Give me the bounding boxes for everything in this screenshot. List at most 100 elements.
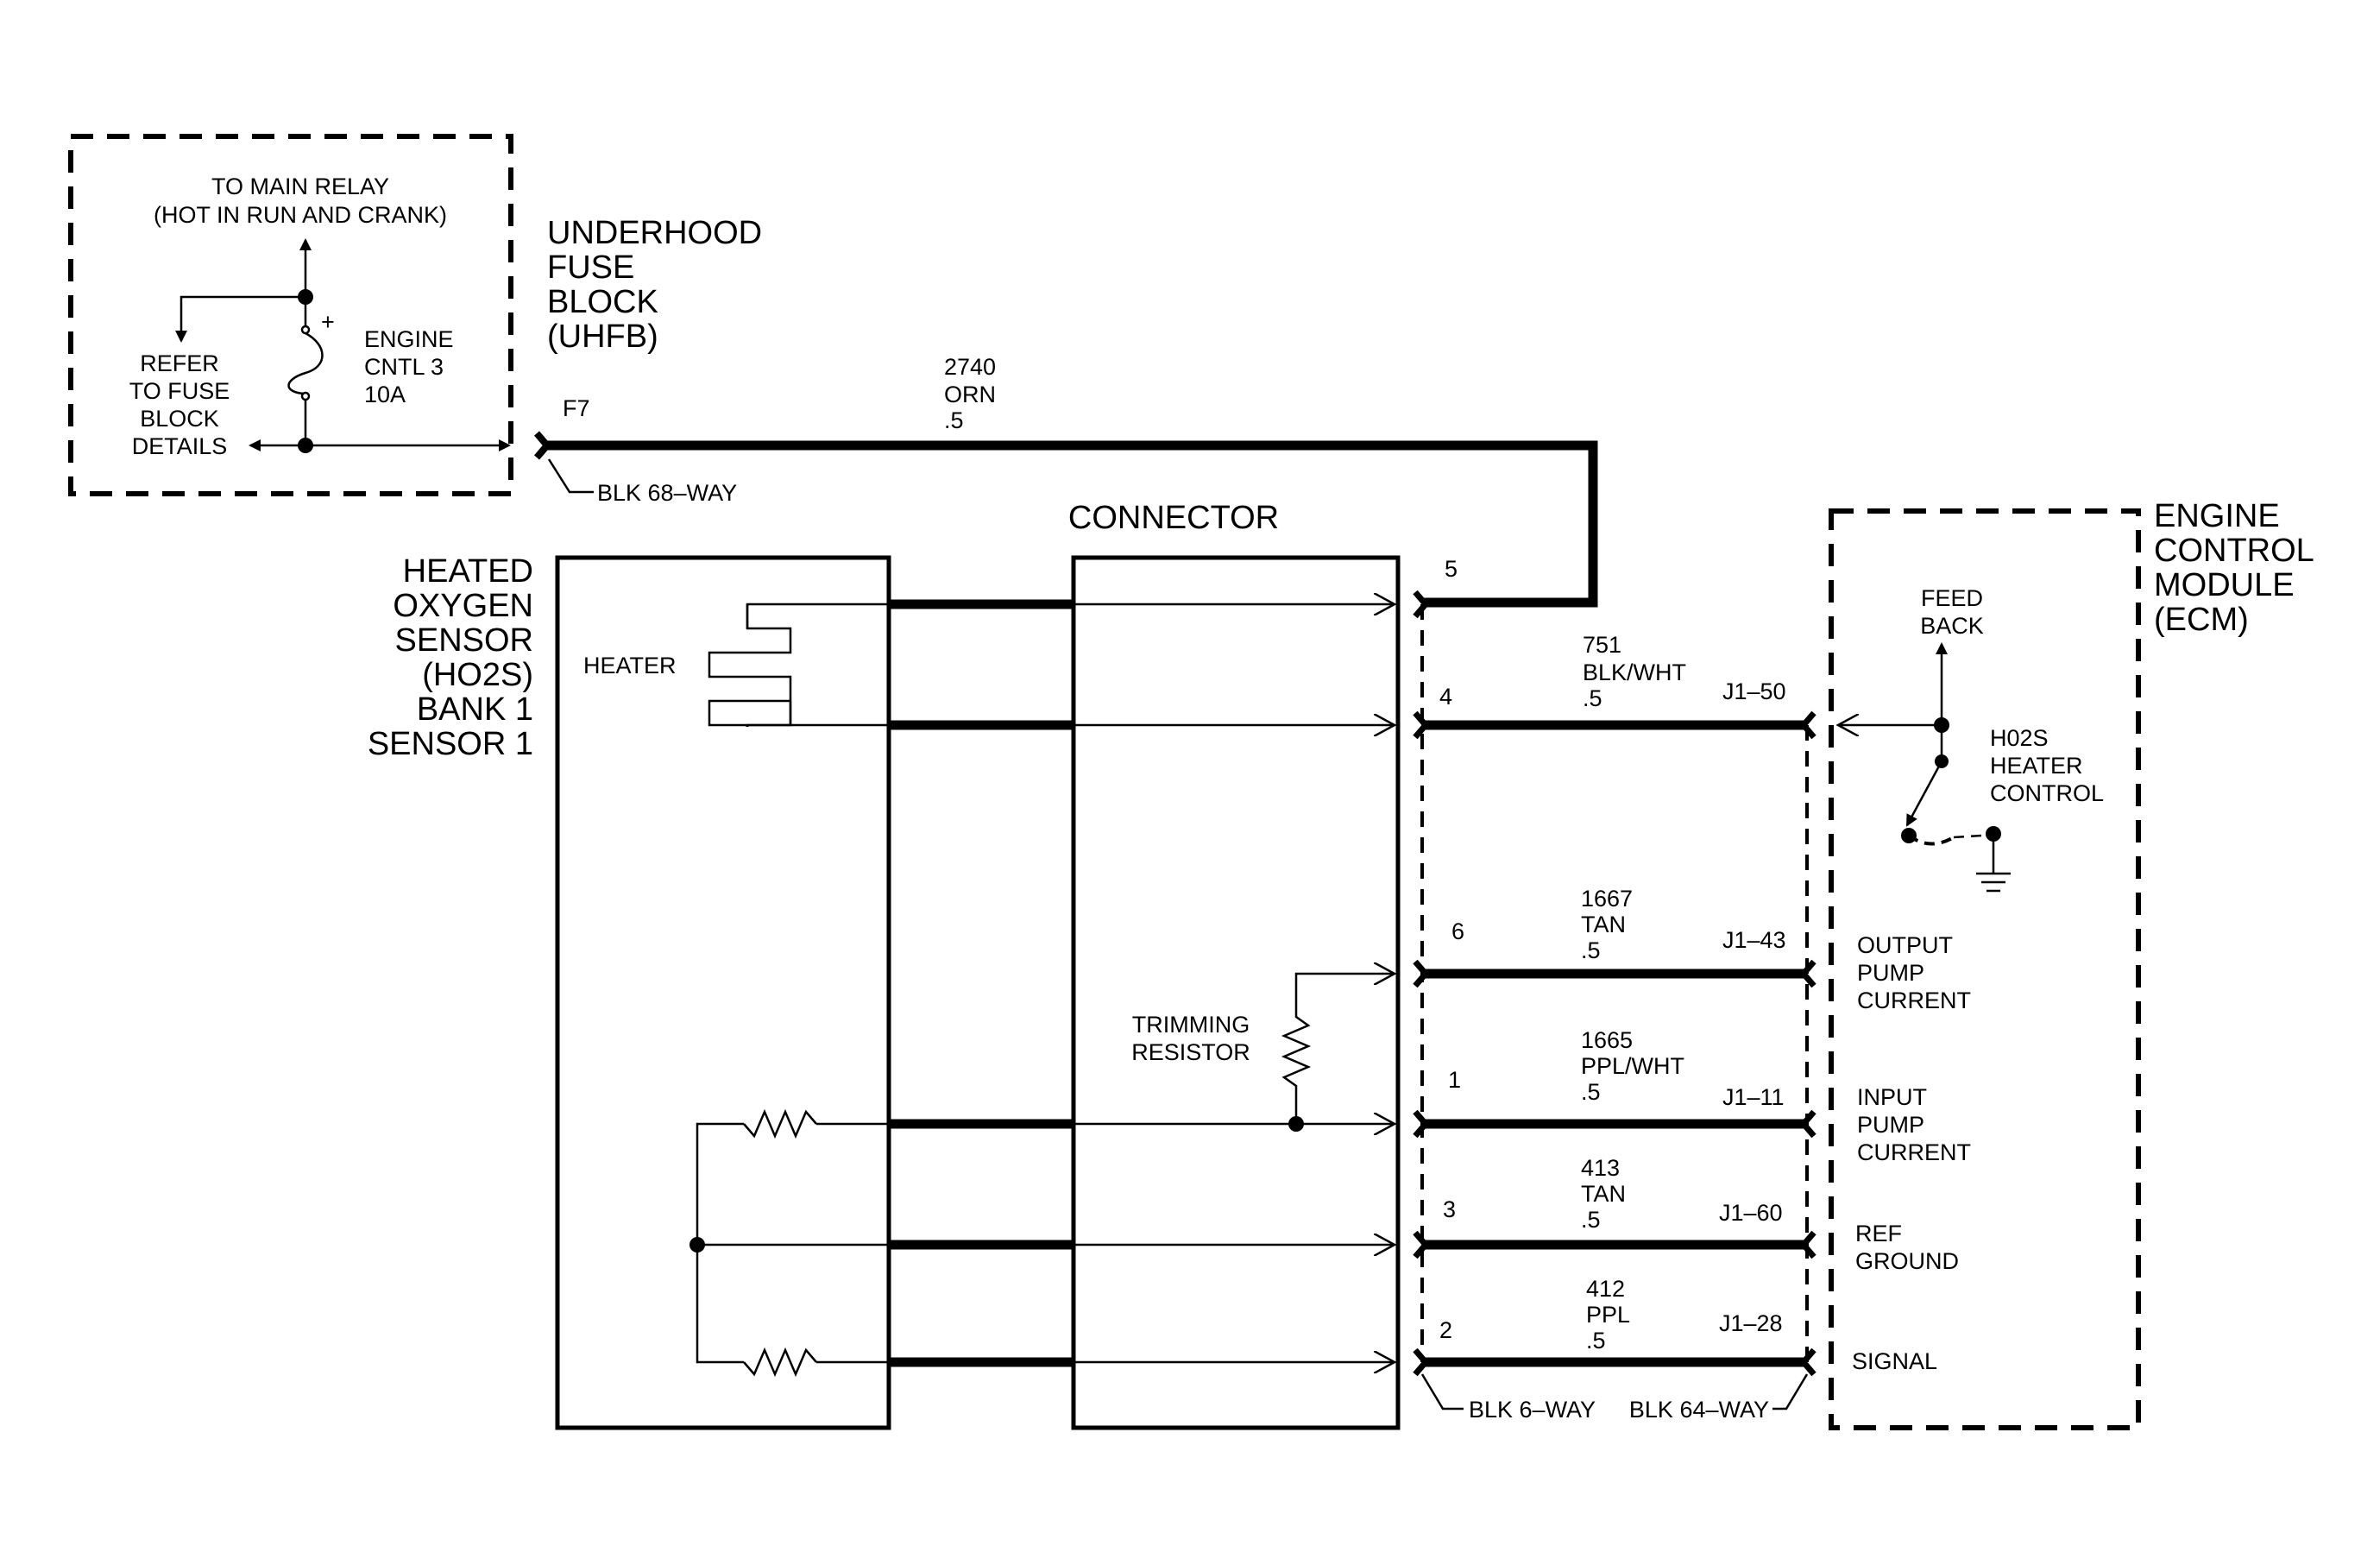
sensor-title-line-5: BANK 1 [417,691,533,728]
sensor-title-line-6: SENSOR 1 [368,726,533,762]
main-relay-line-1: TO MAIN RELAY [211,174,389,199]
refer-line-4: DETAILS [132,433,228,459]
fuse-terminal-bottom [300,391,311,401]
wire-1667-circuit: 1667 [1581,886,1633,912]
switch-dashed-link [1907,834,1955,846]
internal-splice [689,1237,705,1253]
feed-wire-path [544,440,1598,608]
wire-412-gauge: .5 [1586,1328,1606,1354]
connector-box [1071,555,1401,1430]
resistor-bottom [743,1347,817,1378]
sensor-title-line-1: HEATED [403,553,533,590]
heater-label: HEATER [583,653,677,678]
mark-right-pin1 [1799,1109,1816,1139]
wire-412-color: PPL [1586,1302,1630,1328]
trimming-resistor [1281,974,1395,1124]
refer-line-2: TO FUSE [129,378,230,404]
mark-right-pin6 [1799,959,1816,988]
ecm: ENGINE CONTROL MODULE (ECM) FEED BACK H0… [1829,498,2314,1430]
fuse-symbol [287,331,324,395]
ecm-dashed-border [1829,508,2141,1430]
wire-1667-ecm-pin: J1–43 [1722,927,1786,953]
wire-1667-gauge: .5 [1581,937,1601,963]
sensor-title-line-2: OXYGEN [393,588,533,624]
wire-413-gauge: .5 [1581,1207,1601,1233]
sensor-title-line-3: SENSOR [395,622,533,659]
wire-1665-circuit: 1665 [1581,1027,1633,1053]
mark-right-pin3 [1799,1230,1816,1259]
ecm-title-line-4: (ECM) [2154,602,2249,638]
heater-control-line-2: HEATER [1990,753,2083,779]
pin-number-6: 6 [1451,918,1464,944]
refer-branch-arrow [175,295,305,343]
heater-element-inner [708,603,889,727]
wire-413-ecm-pin: J1–60 [1719,1200,1783,1226]
uhfb-title-line-3: BLOCK [547,284,658,320]
wire-1665-gauge: .5 [1581,1079,1601,1105]
pin-number-1: 1 [1448,1067,1461,1093]
fuse-terminal-top [300,325,311,335]
mark-left-pin2 [1413,1347,1430,1377]
wire-413-circuit: 413 [1581,1155,1620,1181]
wire-1667-color: TAN [1581,912,1626,937]
mark-left-pin3 [1413,1230,1430,1259]
connector: CONNECTOR TRIMMING RESISTOR [889,500,1401,1430]
fuse-label-line-3: 10A [364,382,406,407]
uhfb-title-line-1: UNDERHOOD [547,215,762,251]
wire-412-ecm-pin: J1–28 [1719,1310,1783,1336]
mark-right-pin4 [1799,710,1816,740]
switch-dashed-link-2 [1953,834,1982,839]
fuse-plus-mark: + [321,309,335,335]
wire-413-color: TAN [1581,1181,1626,1207]
wire-1665-ecm-pin: J1–11 [1722,1084,1785,1110]
heater-element-spacer [746,604,792,727]
pin-number-2: 2 [1439,1317,1452,1343]
sensor-title-line-4: (HO2S) [422,657,533,693]
feedback-line-1: FEED [1921,585,1983,611]
f7-terminal-label: F7 [563,395,590,421]
fuse-label-line-1: ENGINE [364,326,454,352]
blk6-connector-label: BLK 6–WAY [1469,1397,1596,1423]
blk68-leader [547,458,594,494]
fuse-label-line-2: CNTL 3 [364,354,444,380]
wire-751-color: BLK/WHT [1583,659,1686,685]
trimming-line-1: TRIMMING [1132,1012,1250,1038]
uhfb-title-line-4: (UHFB) [547,319,658,355]
ecm-title-line-3: MODULE [2154,567,2295,603]
blk6-leader [1420,1373,1464,1410]
harness: BLK 6–WAY BLK 64–WAY 5 4 6 1 3 2 751 BLK… [1413,556,1816,1423]
refer-line-1: REFER [140,350,219,376]
heater-control-line-3: CONTROL [1990,780,2104,806]
ref-ground-line-2: GROUND [1855,1248,1959,1274]
output-pump-line-1: OUTPUT [1857,932,1953,958]
pin-number-4: 4 [1439,684,1452,710]
input-pump-line-1: INPUT [1857,1084,1927,1110]
feed-wire-color: ORN [944,382,996,407]
ecm-title-line-2: CONTROL [2154,533,2314,569]
mark-left-pin6 [1413,959,1430,988]
ref-ground-line-1: REF [1855,1221,1902,1246]
mark-left-pin1 [1413,1109,1430,1139]
ecm-title-line-1: ENGINE [2154,498,2280,534]
mark-right-pin2 [1799,1347,1816,1377]
main-relay-line-2: (HOT IN RUN AND CRANK) [154,202,447,228]
mark-left-pin5 [1413,590,1430,619]
mark-left-pin4 [1413,710,1430,740]
pin-number-5: 5 [1445,556,1458,582]
input-pump-line-3: CURRENT [1857,1139,1971,1165]
heater-control-line-1: H02S [1990,725,2049,751]
blk68-connector-label: BLK 68–WAY [597,480,737,506]
f7-connector-mark [533,431,552,460]
wire-751-circuit: 751 [1583,632,1621,658]
connector-title: CONNECTOR [1068,500,1279,536]
sensor-box [555,555,891,1430]
output-pump-line-2: PUMP [1857,960,1924,986]
input-pump-line-2: PUMP [1857,1112,1924,1138]
resistor-top [743,1108,817,1139]
feed-wire-gauge: .5 [944,407,964,433]
uhfb-title-line-2: FUSE [547,249,634,286]
signal-line-1: SIGNAL [1852,1348,1937,1374]
output-pump-line-3: CURRENT [1857,988,1971,1013]
wire-751-gauge: .5 [1583,685,1602,711]
feed-wire-2740: 2740 ORN .5 [533,354,1598,608]
